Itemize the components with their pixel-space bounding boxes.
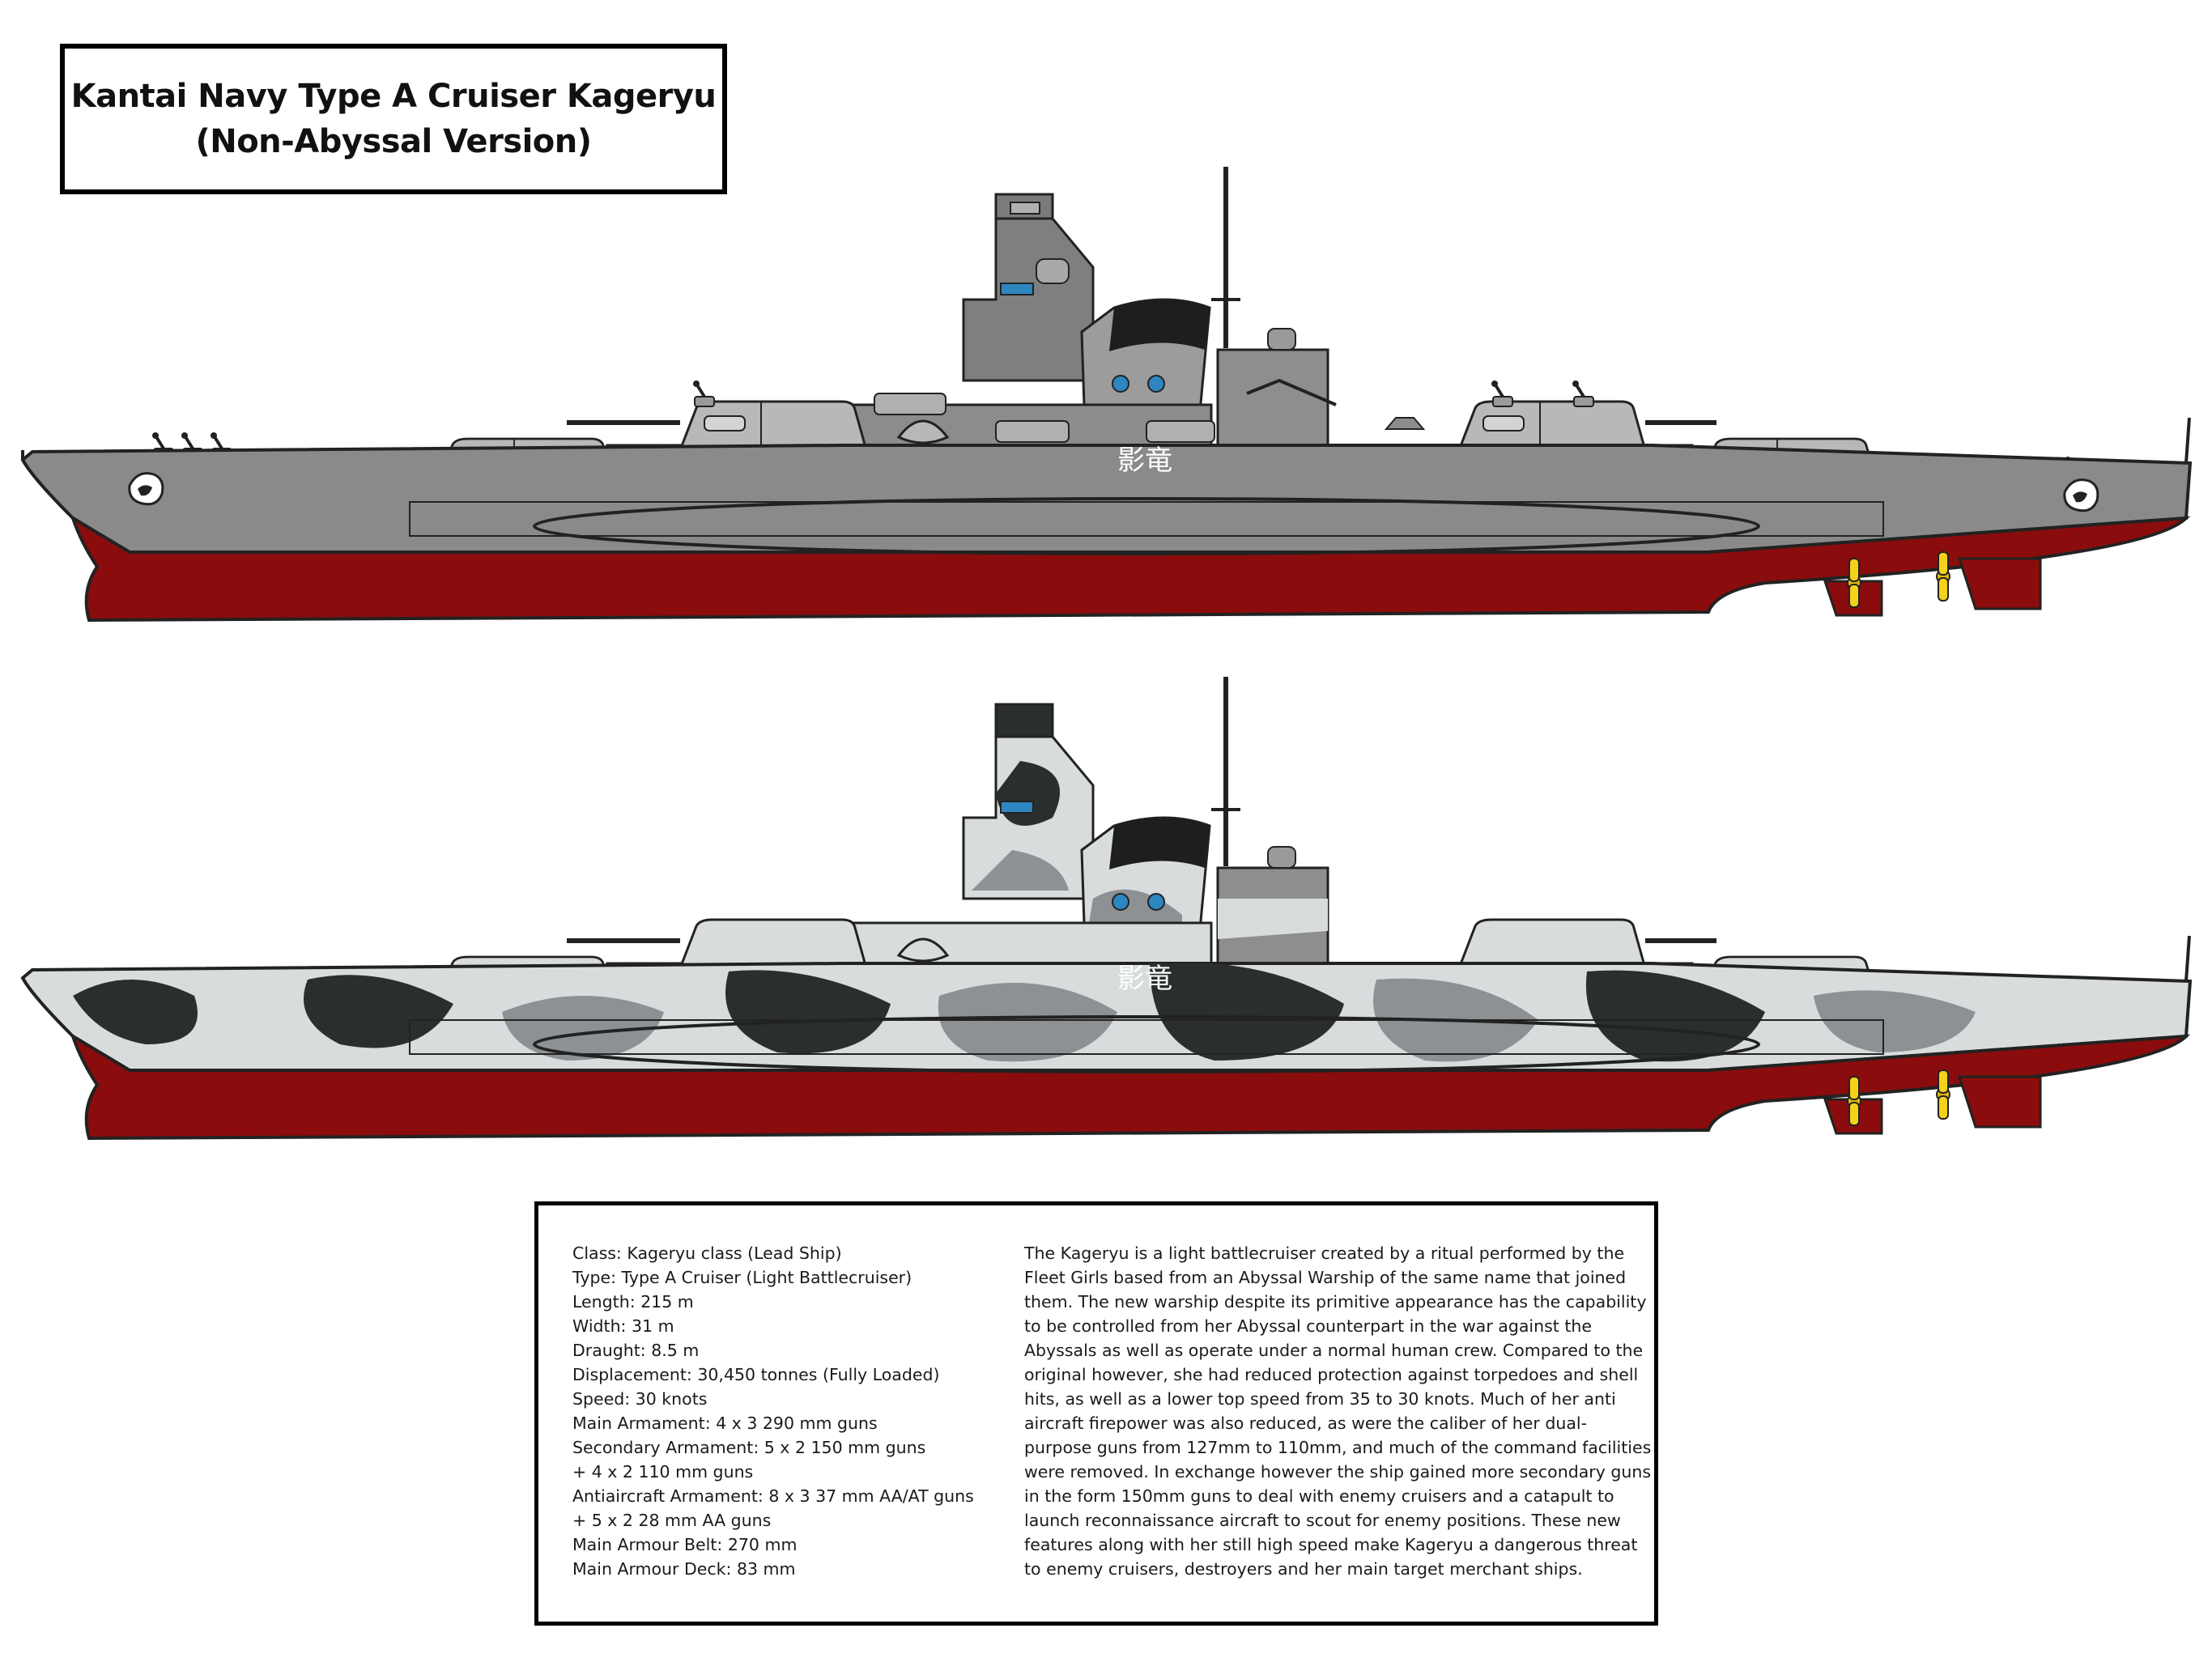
description-line: The Kageryu is a light battlecruiser cre… [1024,1244,1625,1263]
spec-line: + 4 x 2 110 mm guns [572,1462,754,1482]
title-line-1: Kantai Navy Type A Cruiser Kageryu [70,78,717,115]
description-line: in the form 150mm guns to deal with enem… [1024,1486,1614,1506]
ship-profile-grey: 影竜 [20,167,2193,623]
description-text: The Kageryu is a light battlecruiser cre… [1024,1241,1652,1581]
spec-line: Main Armour Belt: 270 mm [572,1535,798,1554]
description-line: features along with her still high speed… [1024,1535,1638,1554]
title-line-2: (Non-Abyssal Version) [195,123,592,160]
spec-line: + 5 x 2 28 mm AA guns [572,1511,772,1530]
description-line: hits, as well as a lower top speed from … [1024,1389,1616,1409]
description-line: them. The new warship despite its primit… [1024,1292,1647,1312]
ship-profile-camo: 影竜 [20,677,2193,1141]
description-line: to be controlled from her Abyssal counte… [1024,1316,1592,1336]
hull-name-label-grey: 影竜 [1117,444,1172,477]
specs-list: Class: Kageryu class (Lead Ship) Type: T… [572,1241,993,1581]
spec-line: Length: 215 m [572,1292,694,1312]
description-line: Abyssals as well as operate under a norm… [1024,1341,1644,1360]
description-line: original however, she had reduced protec… [1024,1365,1639,1384]
info-box: Class: Kageryu class (Lead Ship) Type: T… [534,1201,1658,1626]
spec-line: Secondary Armament: 5 x 2 150 mm guns [572,1438,926,1457]
spec-line: Draught: 8.5 m [572,1341,700,1360]
spec-line: Displacement: 30,450 tonnes (Fully Loade… [572,1365,940,1384]
description-line: to enemy cruisers, destroyers and her ma… [1024,1559,1583,1579]
description-line: Fleet Girls based from an Abyssal Warshi… [1024,1268,1627,1287]
spec-line: Speed: 30 knots [572,1389,708,1409]
spec-line: Main Armour Deck: 83 mm [572,1559,796,1579]
spec-line: Antiaircraft Armament: 8 x 3 37 mm AA/AT… [572,1486,974,1506]
description-line: were removed. In exchange however the sh… [1024,1462,1652,1482]
spec-line: Width: 31 m [572,1316,674,1336]
spec-line: Type: Type A Cruiser (Light Battlecruise… [572,1268,912,1287]
spec-line: Class: Kageryu class (Lead Ship) [572,1244,842,1263]
description-line: aircraft firepower was also reduced, as … [1024,1414,1588,1433]
spec-line: Main Armament: 4 x 3 290 mm guns [572,1414,878,1433]
title-box: Kantai Navy Type A Cruiser Kageryu (Non-… [60,44,727,194]
description-line: launch reconnaissance aircraft to scout … [1024,1511,1621,1530]
hull-name-label-camo: 影竜 [1117,963,1172,995]
description-line: purpose guns from 127mm to 110mm, and mu… [1024,1438,1652,1457]
